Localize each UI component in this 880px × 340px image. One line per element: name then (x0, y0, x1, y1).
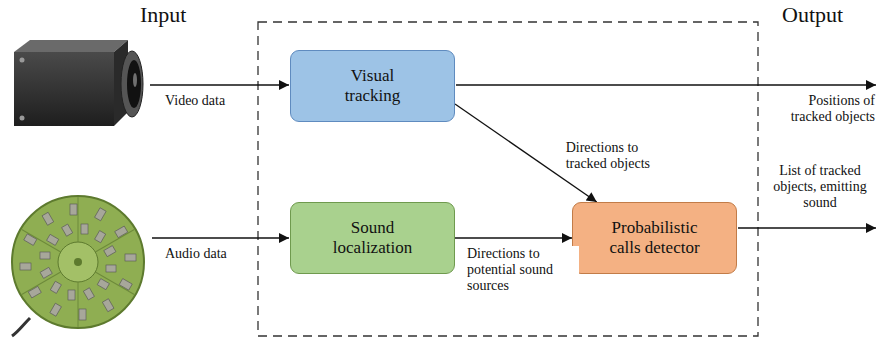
array-hub (58, 242, 98, 282)
process-box: Visual tracking (290, 50, 455, 122)
process-box: Sound localization (290, 202, 455, 274)
mic (20, 263, 31, 270)
mic (40, 252, 50, 259)
mic (50, 281, 61, 293)
camera-lens-ring (121, 51, 143, 117)
box-text: Sound localization (325, 218, 421, 259)
mic (81, 224, 88, 234)
mic-pair (106, 254, 136, 272)
mic (68, 290, 75, 300)
mic (106, 265, 116, 272)
section-heading: Input (140, 2, 235, 27)
output-arrow (738, 227, 876, 228)
output-label: Positions of tracked objects (775, 93, 875, 125)
array-divider (95, 230, 134, 253)
mic (70, 204, 77, 215)
mic (47, 234, 59, 245)
array-disc (12, 196, 144, 328)
mic (95, 208, 107, 221)
edge-label: Directions to potential sound sources (465, 246, 579, 294)
mic (95, 231, 106, 243)
input-arrow (150, 84, 289, 85)
mic (104, 246, 116, 257)
box-text: Probabilistic calls detector (607, 218, 703, 259)
microphone-array-illustration (12, 196, 144, 336)
signal-label: Audio data (165, 246, 260, 262)
camera-top (14, 40, 128, 52)
mic-pair (90, 265, 138, 303)
mic (119, 279, 132, 291)
edge-label: Directions to tracked objects (564, 140, 678, 172)
camera-lens-glint (133, 73, 137, 87)
array-divider (22, 230, 61, 253)
flow-arrow (455, 237, 572, 238)
section-heading: Output (782, 2, 877, 27)
camera-screw (20, 116, 25, 121)
output-label: List of tracked objects, emitting sound (766, 163, 874, 211)
camera-body (14, 52, 114, 126)
array-divider (78, 197, 79, 242)
mic (115, 226, 128, 238)
output-arrow (456, 84, 876, 85)
camera-illustration (14, 40, 143, 126)
mic-pair (83, 282, 114, 317)
mic (102, 299, 114, 312)
array-divider (22, 272, 61, 295)
array-center (74, 258, 82, 266)
mic-pair (91, 223, 139, 261)
array-divider (78, 282, 79, 327)
mic (79, 309, 86, 320)
mic-pair (42, 207, 73, 242)
mic-pair (85, 208, 116, 243)
camera-lens (127, 60, 141, 108)
mic-pair (20, 252, 50, 270)
array-divider (95, 272, 134, 295)
mic (97, 279, 109, 290)
mic (28, 286, 41, 298)
box-text: Visual tracking (325, 66, 421, 107)
mic-pair (70, 197, 88, 242)
mic (24, 234, 37, 246)
mic-pair (17, 263, 65, 301)
signal-label: Video data (165, 93, 260, 109)
mic (40, 267, 52, 278)
system-boundary (258, 22, 758, 336)
process-box: Probabilistic calls detector (572, 202, 737, 274)
mic (83, 288, 94, 300)
input-arrow (152, 237, 289, 238)
mic (62, 224, 73, 236)
mic-pair (68, 282, 86, 327)
mic (50, 303, 62, 316)
mic-pair (40, 281, 71, 316)
camera-screw (20, 58, 25, 63)
mic (125, 254, 136, 261)
mic-pair (18, 221, 66, 259)
array-cable (12, 318, 30, 336)
mic (42, 212, 54, 225)
